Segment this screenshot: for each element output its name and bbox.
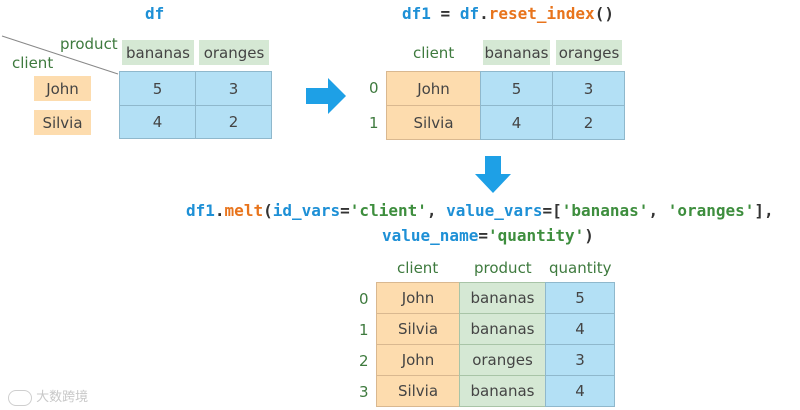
df1-client-cell: John [386,71,481,106]
melt-index-2: 2 [359,352,369,370]
col-axis-label: product [60,35,118,53]
melt-client-cell: John [376,344,460,376]
df-header-oranges: oranges [199,40,269,65]
watermark-text: 大数跨境 [36,390,89,405]
melt-product-cell: bananas [459,375,546,407]
melt-index-0: 0 [359,290,369,308]
arrow-down-icon [475,156,511,193]
melt-index-1: 1 [359,321,369,339]
df-cell: 2 [195,105,272,139]
df-cell: 3 [195,71,272,106]
df-title: df [145,4,165,23]
df1-index-0: 0 [369,79,379,97]
df1-header-oranges: oranges [556,40,622,65]
melt-client-cell: Silvia [376,375,460,407]
df1-cell: 5 [480,71,553,106]
df1-client-cell: Silvia [386,105,481,140]
melt-quantity-cell: 3 [545,344,615,376]
melt-product-cell: bananas [459,313,546,345]
df1-cell: 4 [480,105,553,140]
df1-cell: 3 [552,71,625,106]
melt-header-client: client [397,259,439,277]
melt-header-quantity: quantity [549,259,612,277]
melt-product-cell: bananas [459,282,546,314]
row-axis-label: client [12,54,54,72]
reset-index-code: df1 = df.reset_index() [402,4,614,23]
watermark: 大数跨境 [8,386,88,406]
df1-index-1: 1 [369,114,379,132]
melt-index-3: 3 [359,383,369,401]
df1-header-client: client [413,44,455,62]
melt-quantity-cell: 5 [545,282,615,314]
melt-code-line2: value_name='quantity') [382,226,594,245]
melt-client-cell: John [376,282,460,314]
melt-product-cell: oranges [459,344,546,376]
arrow-right-icon [306,78,346,114]
melt-quantity-cell: 4 [545,313,615,345]
melt-client-cell: Silvia [376,313,460,345]
df1-header-bananas: bananas [483,40,550,65]
df-header-bananas: bananas [122,40,194,65]
corner-diagonal [1,35,119,75]
melt-header-product: product [474,259,532,277]
watermark-logo-icon [8,389,32,406]
melt-quantity-cell: 4 [545,375,615,407]
df-cell: 5 [119,71,196,106]
df-index-silvia: Silvia [34,110,91,135]
df1-cell: 2 [552,105,625,140]
df-cell: 4 [119,105,196,139]
df-index-john: John [34,76,91,101]
melt-code-line1: df1.melt(id_vars='client', value_vars=['… [186,201,774,220]
